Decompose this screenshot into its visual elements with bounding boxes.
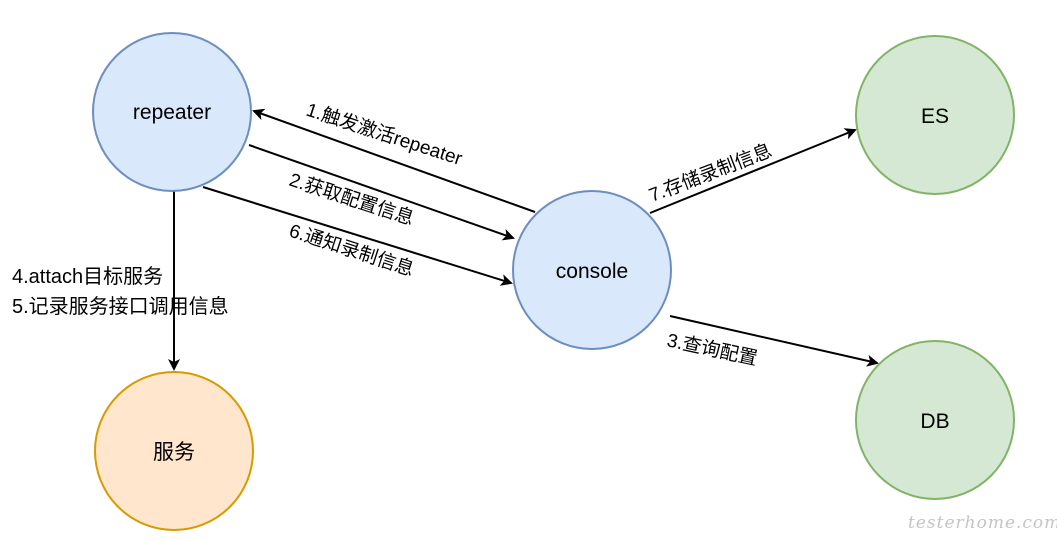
node-es: ES — [855, 35, 1015, 195]
watermark-text: testerhome.com — [908, 513, 1057, 533]
edge-store-record-label: 7.存储录制信息 — [646, 140, 775, 207]
edge-query-config-arrow — [669, 315, 879, 367]
node-db: DB — [855, 340, 1015, 500]
edge-trigger-label: 1.触发激活repeater — [303, 99, 465, 170]
edge-get-config-label: 2.获取配置信息 — [286, 169, 416, 230]
node-es-label: ES — [921, 105, 949, 128]
edge-store-record-arrow — [649, 128, 857, 214]
node-repeater-circle — [92, 32, 252, 192]
edge-trigger-arrow — [252, 108, 536, 213]
node-service: 服务 — [94, 371, 254, 531]
node-es-circle — [855, 35, 1015, 195]
node-console: console — [512, 190, 672, 350]
edge-attach-label-line2: 5.记录服务接口调用信息 — [12, 295, 229, 318]
edge-get-config-arrow — [248, 144, 515, 241]
edge-notify-record-arrow — [202, 186, 513, 286]
node-console-circle — [512, 190, 672, 350]
node-db-circle — [855, 340, 1015, 500]
node-repeater-label: repeater — [133, 101, 211, 124]
node-service-circle — [94, 371, 254, 531]
edge-notify-record-label: 6.通知录制信息 — [286, 220, 416, 281]
node-repeater: repeater — [92, 32, 252, 192]
node-service-label: 服务 — [153, 441, 195, 464]
node-console-label: console — [556, 260, 628, 283]
edge-query-config-label: 3.查询配置 — [665, 329, 759, 370]
node-db-label: DB — [920, 410, 949, 433]
edge-attach-label-line1: 4.attach目标服务 — [12, 265, 163, 288]
